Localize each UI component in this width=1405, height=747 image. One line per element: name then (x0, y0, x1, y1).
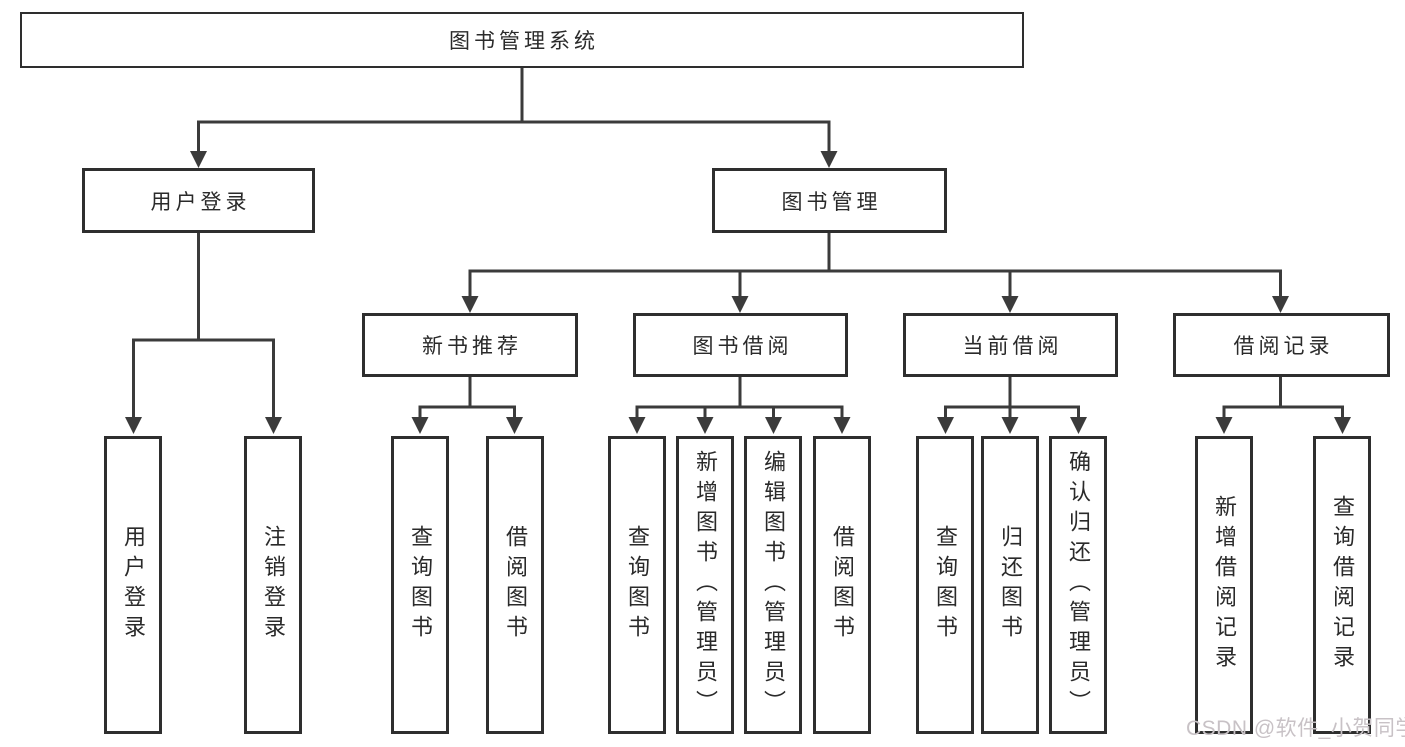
node-book-borrowing: 图书借阅 (633, 313, 848, 377)
leaf-label: 编辑图书（管理员） (761, 450, 786, 720)
node-new-book-recommend: 新书推荐 (362, 313, 578, 377)
connector-root-to-level2 (190, 67, 838, 168)
leaf-label: 新增借阅记录 (1212, 495, 1237, 675)
node-library-management-system: 图书管理系统 (20, 12, 1024, 68)
connector-borrow-records-to-leaves (1215, 377, 1351, 434)
leaf-label: 归还图书 (998, 525, 1023, 645)
node-label: 借阅记录 (1233, 335, 1334, 358)
node-label: 当前借阅 (962, 335, 1063, 358)
leaf-query-borrow-record: 查询借阅记录 (1313, 436, 1371, 734)
leaf-user-login: 用户登录 (104, 436, 162, 734)
node-label: 用户登录 (150, 190, 251, 214)
node-label: 图书管理 (781, 190, 882, 214)
leaf-label: 注销登录 (261, 525, 286, 645)
leaf-edit-book-admin: 编辑图书（管理员） (744, 436, 802, 734)
connector-user-login-to-leaves (125, 233, 282, 434)
connector-new-book-recommend-to-leaves (411, 377, 523, 434)
leaf-label: 查询图书 (933, 525, 958, 645)
node-label: 图书借阅 (692, 335, 793, 358)
leaf-borrow-books-recommend: 借阅图书 (486, 436, 544, 734)
leaf-label: 查询图书 (408, 525, 433, 645)
node-book-management: 图书管理 (712, 168, 947, 233)
leaf-return-book: 归还图书 (981, 436, 1039, 734)
leaf-query-books-borrowing: 查询图书 (608, 436, 666, 734)
leaf-label: 用户登录 (121, 525, 146, 645)
leaf-add-book-admin: 新增图书（管理员） (676, 436, 734, 734)
leaf-query-books-current: 查询图书 (916, 436, 974, 734)
leaf-query-books-recommend: 查询图书 (391, 436, 449, 734)
leaf-confirm-return-admin: 确认归还（管理员） (1049, 436, 1107, 734)
leaf-borrow-books: 借阅图书 (813, 436, 871, 734)
leaf-label: 查询图书 (625, 525, 650, 645)
leaf-add-borrow-record: 新增借阅记录 (1195, 436, 1253, 734)
csdn-watermark: CSDN @软件_小贺同学 (1186, 717, 1405, 740)
leaf-label: 查询借阅记录 (1330, 495, 1355, 675)
leaf-label: 借阅图书 (503, 525, 528, 645)
node-label: 新书推荐 (422, 335, 522, 358)
leaf-label: 确认归还（管理员） (1066, 450, 1091, 720)
connector-current-borrowing-to-leaves (937, 377, 1087, 434)
node-current-borrowing: 当前借阅 (903, 313, 1118, 377)
connector-book-borrowing-to-leaves (628, 377, 851, 434)
node-label: 图书管理系统 (449, 30, 599, 53)
node-borrow-records: 借阅记录 (1173, 313, 1390, 377)
node-user-login: 用户登录 (82, 168, 315, 233)
connector-book-management-to-level3 (461, 233, 1289, 313)
leaf-label: 新增图书（管理员） (693, 450, 718, 720)
leaf-label: 借阅图书 (830, 525, 855, 645)
leaf-logout: 注销登录 (244, 436, 302, 734)
